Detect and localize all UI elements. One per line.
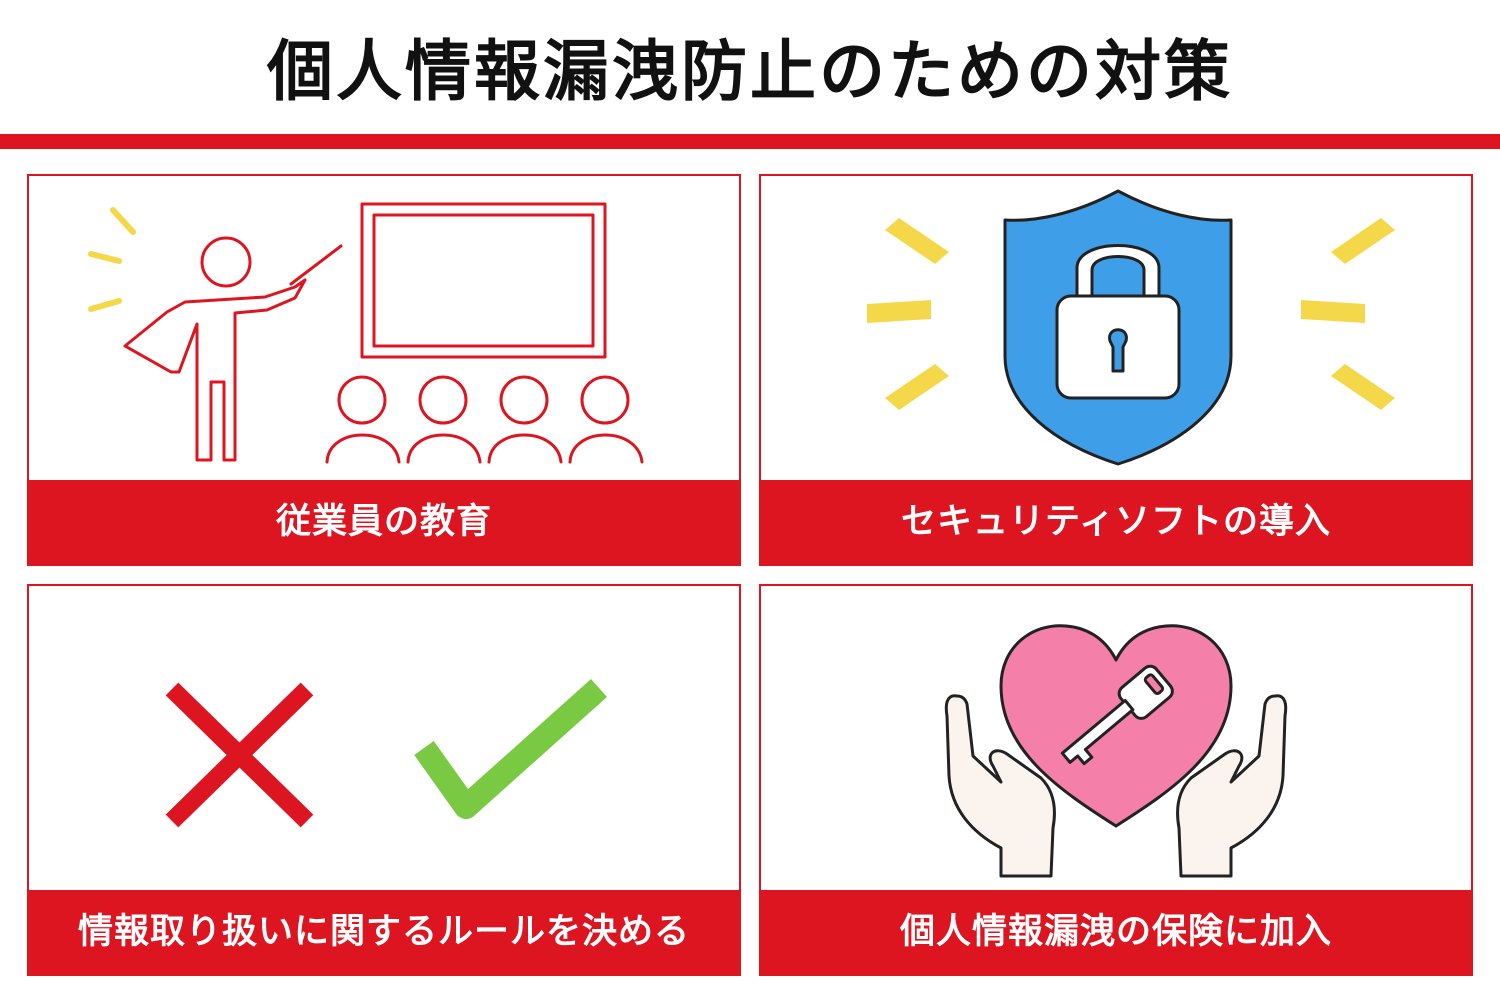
right-hand-icon [1176, 694, 1288, 878]
card-handling-rules: 情報取り扱いに関するルールを決める [27, 584, 741, 976]
check-mark-icon [414, 679, 608, 819]
key-icon [1060, 664, 1174, 766]
hands-heart-key-icon [761, 586, 1471, 892]
spark-marks [88, 207, 136, 312]
teacher-body [123, 278, 307, 462]
security-shield-lock-icon [761, 176, 1471, 482]
teacher-head [200, 236, 252, 288]
teacher-presentation-icon [29, 176, 739, 482]
title-divider [0, 134, 1500, 149]
left-hand-icon [944, 694, 1056, 878]
page-title: 個人情報漏洩防止のための対策 [267, 33, 1233, 110]
card-label-employee-education: 従業員の教育 [29, 480, 739, 564]
audience [325, 375, 644, 464]
card-security-software: セキュリティソフトの導入 [759, 174, 1473, 566]
spark-marks [867, 218, 1395, 410]
card-insurance: 個人情報漏洩の保険に加入 [759, 584, 1473, 976]
board-outer [360, 202, 607, 359]
pointer-stick [289, 244, 343, 286]
padlock [1055, 244, 1181, 400]
card-employee-education: 従業員の教育 [27, 174, 741, 566]
cross-mark-icon [165, 682, 314, 828]
card-label-insurance: 個人情報漏洩の保険に加入 [761, 890, 1471, 974]
card-label-handling-rules: 情報取り扱いに関するルールを決める [29, 890, 739, 974]
board-inner [372, 213, 595, 348]
cross-and-check-icon [29, 586, 739, 892]
heart-shape [999, 624, 1233, 828]
card-label-security-software: セキュリティソフトの導入 [761, 480, 1471, 564]
